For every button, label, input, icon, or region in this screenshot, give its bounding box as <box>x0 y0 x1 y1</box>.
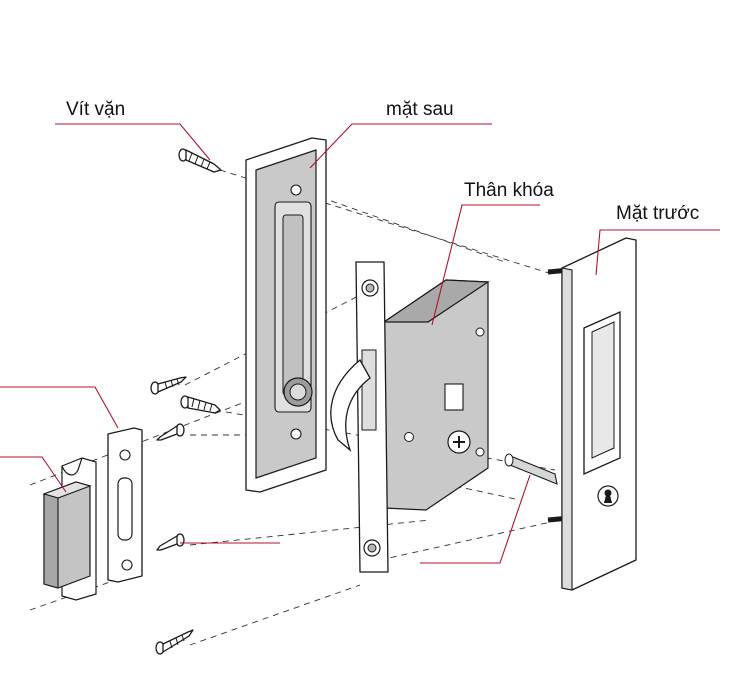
label-front-plate: Mặt trước <box>616 203 700 224</box>
label-lock-body: Thân khóa <box>464 180 554 201</box>
guide-line <box>189 519 431 546</box>
leader-strike-plate <box>0 386 119 429</box>
leader-lines <box>0 123 720 564</box>
leader-strike-box <box>0 456 67 493</box>
screw-strike-top <box>156 423 185 441</box>
screw-mid-left <box>150 376 187 395</box>
screw-mid <box>180 395 221 414</box>
screw-top <box>178 148 222 173</box>
strike-plate <box>107 427 143 583</box>
leader-screw <box>55 123 211 161</box>
label-back-plate: mặt sau <box>386 99 454 120</box>
leader-back-plate <box>309 123 492 169</box>
label-screw: Vít vặn <box>66 99 126 120</box>
leader-front-plate <box>595 229 720 276</box>
screw-bottom <box>155 629 194 655</box>
guide-line <box>189 584 361 646</box>
screw-strike-bottom <box>156 533 185 551</box>
leader-spindle <box>420 474 531 564</box>
back-plate <box>245 137 327 493</box>
leader-lock-body <box>431 204 540 326</box>
front-plate <box>504 237 637 591</box>
guide-line <box>299 189 506 263</box>
lock-body <box>330 261 490 573</box>
strike-box <box>42 457 97 601</box>
guide-line <box>379 519 561 561</box>
